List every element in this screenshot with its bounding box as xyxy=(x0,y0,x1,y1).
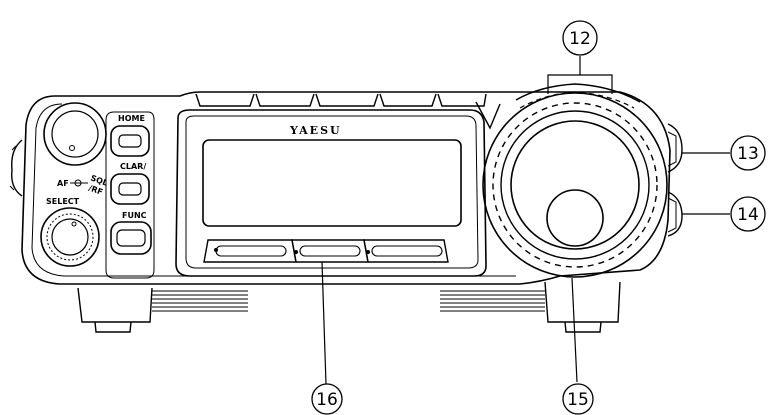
af-label: AF xyxy=(57,179,69,188)
func-label: FUNC xyxy=(122,211,147,220)
clar-label: CLAR/ xyxy=(120,162,146,171)
callout-15: 15 xyxy=(562,383,594,415)
callout-15-number: 15 xyxy=(567,390,589,410)
func-button xyxy=(110,221,152,255)
callout-16-number: 16 xyxy=(316,390,338,410)
callout-14-number: 14 xyxy=(737,205,759,225)
clar-button xyxy=(110,173,150,205)
callout-12-number: 12 xyxy=(569,29,591,49)
callout-12: 12 xyxy=(562,20,598,56)
home-label: HOME xyxy=(118,114,145,123)
radio-chassis xyxy=(9,91,671,285)
lcd-screen xyxy=(202,139,462,227)
home-button xyxy=(110,125,150,157)
callout-14: 14 xyxy=(730,196,766,232)
select-label: SELECT xyxy=(46,197,80,206)
callout-13: 13 xyxy=(730,135,766,171)
af-sql-labels: AF SQL /RF SELECT xyxy=(46,173,109,206)
stand-vent-hatching xyxy=(152,290,545,312)
select-knob xyxy=(40,207,100,267)
main-dial xyxy=(482,83,668,278)
radio-stand xyxy=(77,281,621,333)
soft-keys xyxy=(203,239,449,263)
button-column xyxy=(105,111,155,279)
dial-side-keys xyxy=(667,123,683,237)
top-buttons xyxy=(195,93,501,130)
af-sql-knob xyxy=(43,102,107,166)
callout-16: 16 xyxy=(311,383,343,415)
display-bezel xyxy=(175,109,487,277)
brand-logo-text: YAESU xyxy=(289,124,342,137)
callout-13-number: 13 xyxy=(737,144,759,164)
callout-leaders xyxy=(321,56,730,385)
